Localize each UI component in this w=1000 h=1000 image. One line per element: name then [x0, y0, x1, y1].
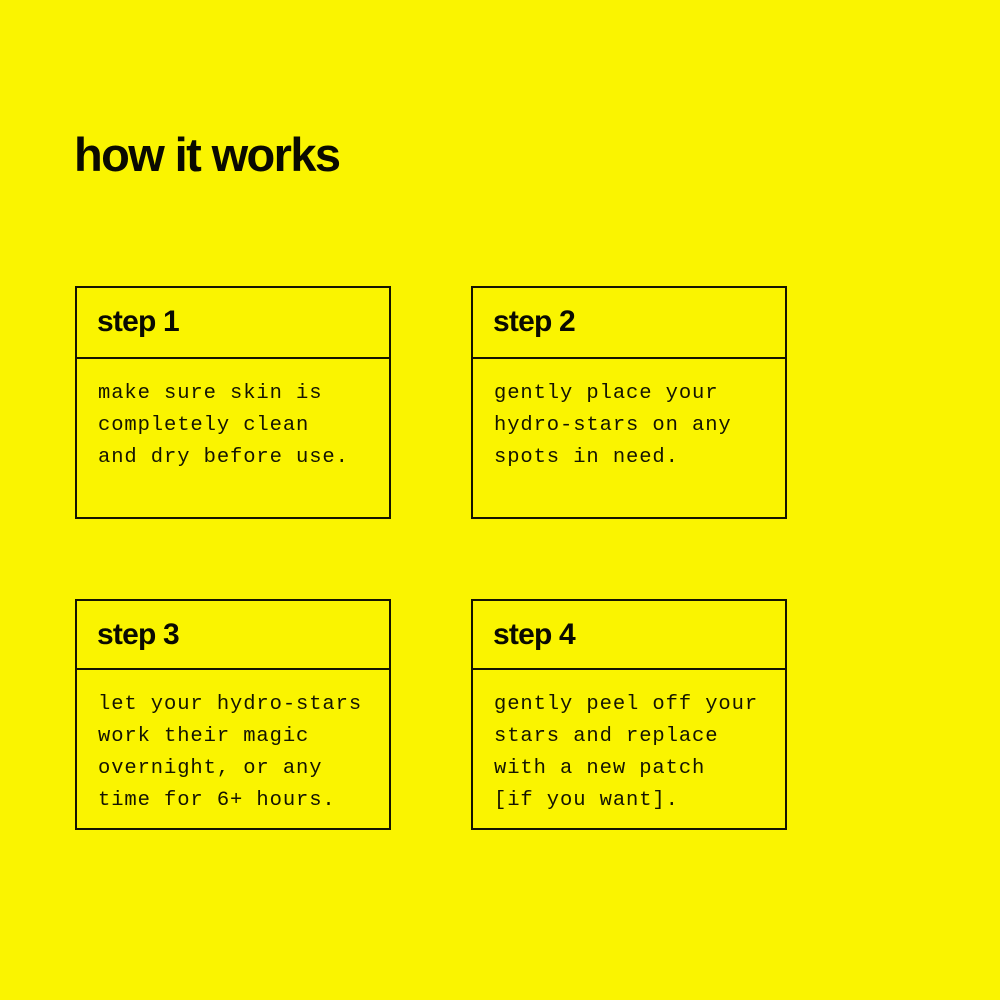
- step-card-3-line-2: work their magic: [98, 725, 310, 748]
- step-card-1-line-3: and dry before use.: [98, 446, 349, 469]
- steps-row-2: step 3 let your hydro-stars work their m…: [75, 599, 787, 830]
- step-card-2-title: step 2: [493, 305, 576, 338]
- step-card-3-line-4: time for 6+ hours.: [98, 789, 336, 812]
- step-card-3-title: step 3: [97, 618, 180, 651]
- steps-row-1: step 1 make sure skin is completely clea…: [75, 286, 787, 519]
- step-card-3-line-1: let your hydro-stars: [98, 693, 363, 716]
- step-card-1: step 1 make sure skin is completely clea…: [75, 286, 391, 519]
- step-card-3-header: step 3: [77, 601, 389, 670]
- step-card-3-line-3: overnight, or any: [98, 757, 323, 780]
- step-card-2-line-2: hydro-stars on any: [494, 414, 732, 437]
- step-card-4-body: gently peel off your stars and replace w…: [473, 670, 785, 817]
- step-card-1-body: make sure skin is completely clean and d…: [77, 359, 389, 474]
- step-card-4-line-4: [if you want].: [494, 789, 679, 812]
- step-card-2-body: gently place your hydro-stars on any spo…: [473, 359, 785, 474]
- step-card-2-header: step 2: [473, 288, 785, 359]
- step-card-2-line-1: gently place your: [494, 382, 719, 405]
- step-card-1-line-1: make sure skin is: [98, 382, 323, 405]
- step-card-4: step 4 gently peel off your stars and re…: [471, 599, 787, 830]
- step-card-4-header: step 4: [473, 601, 785, 670]
- step-card-1-header: step 1: [77, 288, 389, 359]
- step-card-4-line-1: gently peel off your: [494, 693, 759, 716]
- step-card-4-title: step 4: [493, 618, 576, 651]
- step-card-3-body: let your hydro-stars work their magic ov…: [77, 670, 389, 817]
- step-card-2-line-3: spots in need.: [494, 446, 679, 469]
- page-title: how it works: [74, 128, 341, 182]
- step-card-2: step 2 gently place your hydro-stars on …: [471, 286, 787, 519]
- steps-grid: step 1 make sure skin is completely clea…: [75, 286, 787, 830]
- step-card-4-line-2: stars and replace: [494, 725, 719, 748]
- step-card-1-title: step 1: [97, 305, 180, 338]
- step-card-1-line-2: completely clean: [98, 414, 310, 437]
- step-card-4-line-3: with a new patch: [494, 757, 706, 780]
- step-card-3: step 3 let your hydro-stars work their m…: [75, 599, 391, 830]
